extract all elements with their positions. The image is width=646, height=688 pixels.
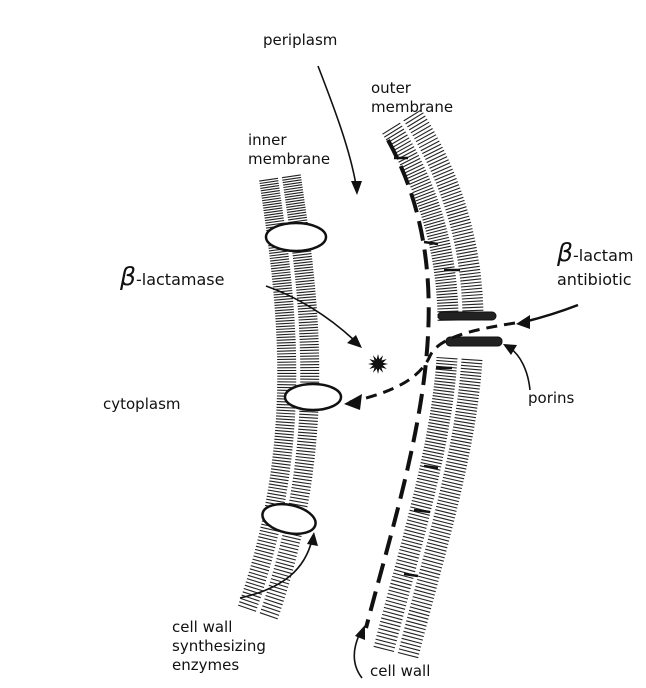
cell-wall-link bbox=[404, 574, 418, 576]
porins-arrow bbox=[510, 348, 530, 390]
antibiotic-entry-arrowhead bbox=[516, 315, 530, 329]
enzymes-label-line1: cell wall bbox=[172, 618, 232, 636]
outer-membrane-label-line1: outer bbox=[371, 79, 411, 97]
beta-lactamase-arrowhead bbox=[347, 335, 362, 348]
enzymes-label-line3: enzymes bbox=[172, 656, 239, 674]
cytoplasm-label: cytoplasm bbox=[103, 395, 181, 413]
antibiotic-label: antibiotic bbox=[557, 271, 632, 289]
cell-wall-arrow bbox=[354, 633, 362, 678]
cell-wall-arrowhead bbox=[355, 625, 365, 640]
beta-lactamase-text: -lactamase bbox=[136, 270, 224, 289]
outer-membrane-bilayer bbox=[374, 110, 484, 658]
cell-wall-label: cell wall bbox=[370, 662, 430, 680]
membrane-layers bbox=[238, 110, 483, 658]
starburst-shape bbox=[368, 354, 388, 374]
beta-lactam-label: β-lactam bbox=[557, 238, 633, 267]
outer-membrane-label-line2: membrane bbox=[371, 98, 453, 116]
periplasm-arrowhead bbox=[351, 181, 362, 195]
beta-lactamase-molecule bbox=[368, 354, 388, 374]
enzymes-label-line2: synthesizing bbox=[172, 637, 266, 655]
beta-lactam-text: -lactam bbox=[573, 246, 633, 265]
periplasm-label: periplasm bbox=[263, 31, 337, 49]
beta-symbol: β bbox=[557, 238, 573, 267]
cell-wall-link bbox=[424, 242, 438, 244]
enzymes-arrowhead bbox=[307, 532, 318, 546]
beta-lactamase-label: β-lactamase bbox=[120, 262, 224, 291]
antibiotic-arrowhead bbox=[344, 394, 362, 410]
porins-label: porins bbox=[528, 389, 574, 407]
antibiotic-entry-arrow bbox=[524, 305, 578, 322]
membrane-enzyme-middle bbox=[285, 384, 341, 410]
inner-membrane-label-line1: inner bbox=[248, 131, 287, 149]
membrane-enzyme-top bbox=[266, 223, 326, 251]
inner-membrane-label-line2: membrane bbox=[248, 150, 330, 168]
beta-symbol: β bbox=[120, 262, 136, 291]
porin-upper bbox=[438, 312, 496, 320]
